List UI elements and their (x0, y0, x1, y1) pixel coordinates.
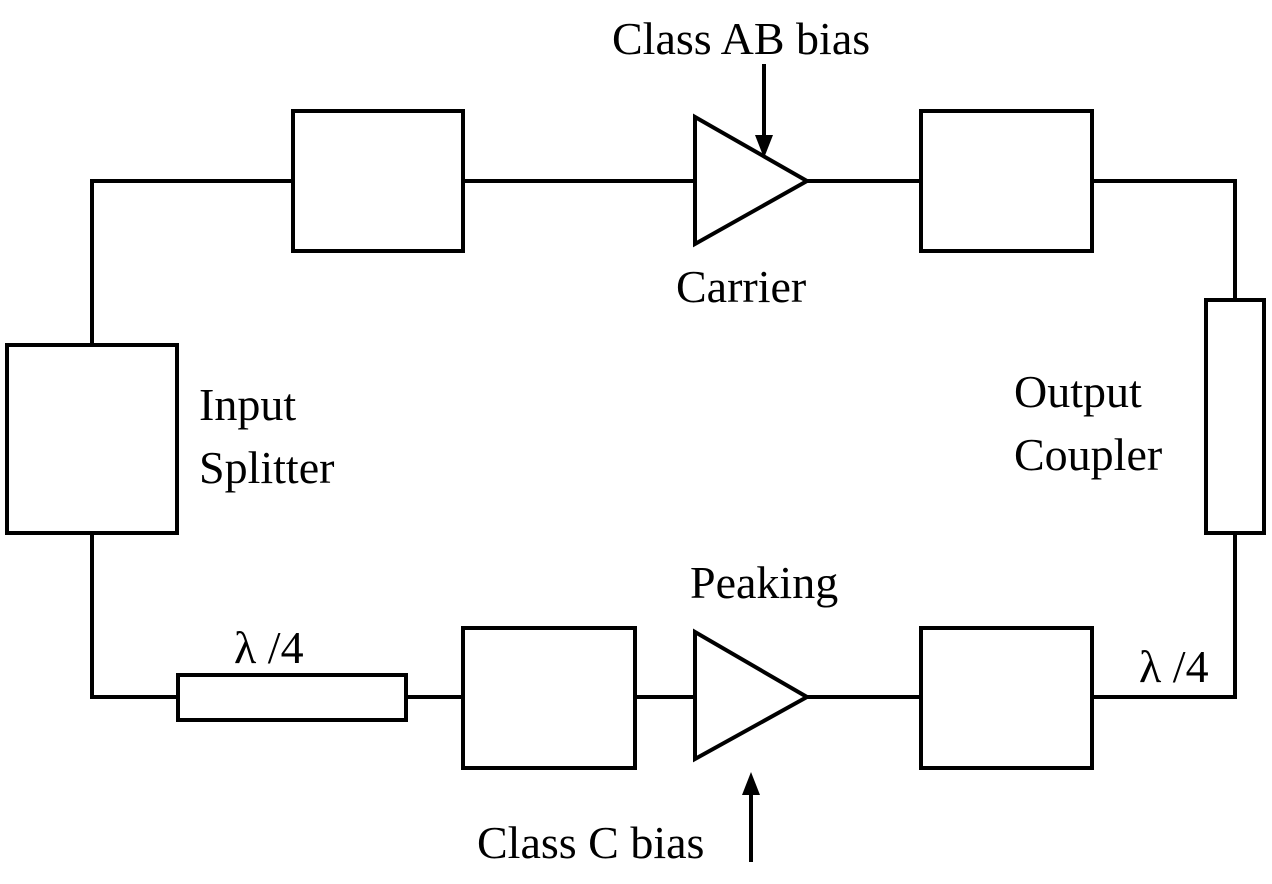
wire-splitter-bottom (90, 533, 178, 699)
peaking-output-match-block (919, 626, 1094, 770)
input-splitter-label-line2: Splitter (199, 442, 334, 493)
carrier-amplifier-icon (693, 113, 812, 248)
input-splitter-label-line1: Input (199, 379, 296, 430)
lambda-quarter-right-label: λ /4 (1139, 641, 1209, 692)
class-ab-bias-label: Class AB bias (612, 13, 870, 64)
peaking-input-match-block (461, 626, 637, 770)
lambda-quarter-line-input (176, 673, 408, 722)
output-coupler-block (1204, 298, 1266, 535)
class-c-bias-label: Class C bias (477, 817, 704, 868)
class-ab-bias-arrow-head (755, 135, 773, 158)
output-coupler-label-line1: Output (1014, 366, 1142, 417)
carrier-input-match-block (291, 109, 465, 253)
input-splitter-block (5, 343, 179, 535)
carrier-label: Carrier (676, 261, 806, 312)
lambda-quarter-left-label: λ /4 (234, 622, 304, 673)
output-coupler-label-line2: Coupler (1014, 429, 1162, 480)
wire-splitter-top (90, 179, 293, 345)
wire-bottom-right (1092, 533, 1237, 699)
carrier-output-match-block (919, 109, 1094, 253)
peaking-amplifier-icon (693, 628, 812, 763)
class-c-bias-arrow-head (742, 772, 760, 795)
wire-top-right (1092, 179, 1237, 300)
peaking-label: Peaking (690, 557, 838, 608)
